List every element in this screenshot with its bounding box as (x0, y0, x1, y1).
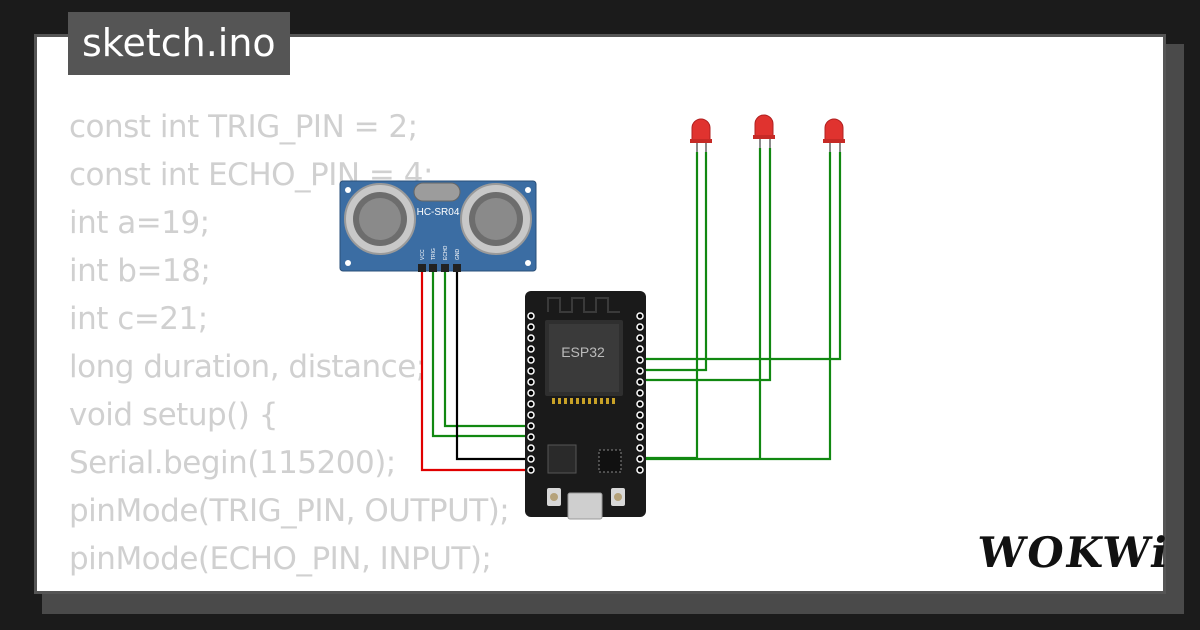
header-left (527, 312, 535, 474)
code-line: int c=21; (69, 301, 208, 337)
code-line: long duration, distance; (69, 349, 426, 385)
wire-gnd (455, 272, 530, 461)
wire-led3-b (640, 152, 842, 361)
code-line: void setup() { (69, 397, 278, 433)
pin-label-echo: ECHO (443, 245, 449, 260)
file-tab[interactable]: sketch.ino (68, 12, 290, 75)
led-3[interactable] (823, 118, 845, 152)
esp32-board[interactable]: ESP32 (525, 291, 646, 520)
usb-port (567, 492, 603, 520)
led-2[interactable] (753, 114, 775, 148)
mcu-label: ESP32 (561, 344, 605, 360)
code-line: int a=19; (69, 205, 210, 241)
wire-led2-b (640, 148, 772, 382)
sensor-header-pins (418, 264, 461, 272)
code-line: pinMode(a,OUTPUT); (69, 589, 509, 591)
code-line: int b=18; (69, 253, 211, 289)
led-1[interactable] (690, 118, 712, 152)
ultrasonic-sensor[interactable]: HC-SR04 VCC TRIG ECHO GND (339, 180, 537, 272)
wokwi-logo: WOKWi (974, 528, 1173, 577)
code-line: const int TRIG_PIN = 2; (69, 109, 418, 145)
pin-label-vcc: VCC (420, 249, 426, 260)
code-line: Serial.begin(115200); (69, 445, 396, 481)
pin-label-gnd: GND (455, 249, 461, 261)
code-line: pinMode(ECHO_PIN, INPUT); (69, 541, 492, 577)
wire-led1-a (640, 152, 699, 460)
sensor-label: HC-SR04 (417, 207, 460, 218)
wire-led3-a (640, 152, 832, 461)
transducer-right (460, 183, 532, 255)
header-right (636, 312, 644, 474)
module-pads (552, 398, 615, 404)
wire-led1-b (640, 152, 708, 372)
wires (420, 148, 842, 472)
wire-vcc (420, 272, 530, 472)
transducer-left (344, 183, 416, 255)
code-line: pinMode(TRIG_PIN, OUTPUT); (69, 493, 510, 529)
pin-label-trig: TRIG (431, 248, 437, 260)
reset-button[interactable] (611, 488, 625, 506)
antenna-trace (547, 297, 620, 313)
boot-button[interactable] (547, 488, 561, 506)
code-preview: const int TRIG_PIN = 2;const int ECHO_PI… (69, 109, 510, 591)
